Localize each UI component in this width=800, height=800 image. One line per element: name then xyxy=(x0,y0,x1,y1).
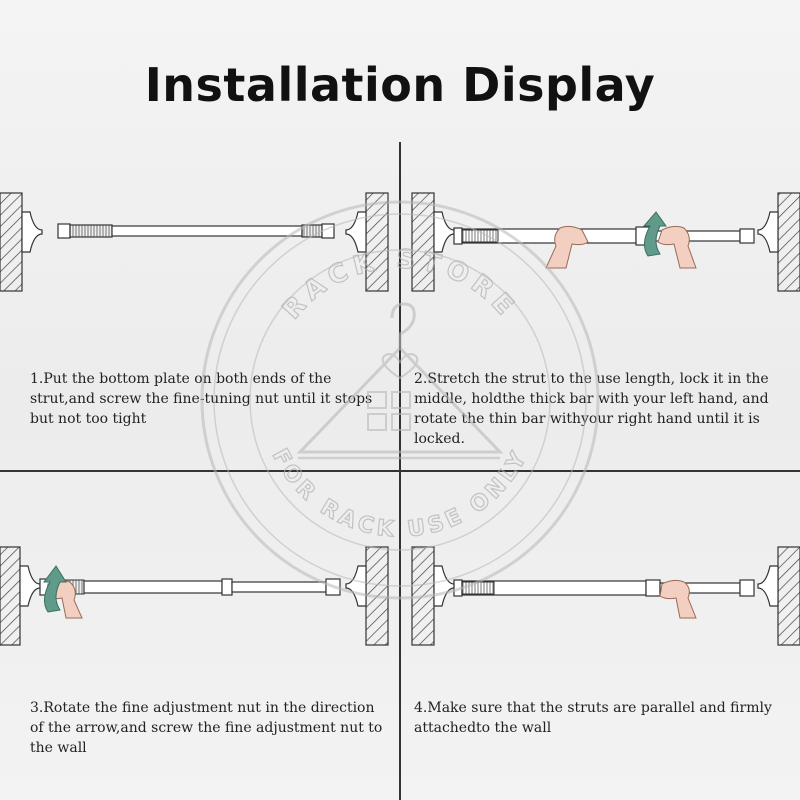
step2-caption: 2.Stretch the strut to the use length, l… xyxy=(414,371,769,447)
left-bottom-plate xyxy=(21,211,43,253)
left-wall xyxy=(411,546,435,646)
right-wall xyxy=(365,192,389,292)
right-bottom-plate xyxy=(757,565,779,607)
rotate-arrow-icon xyxy=(43,565,67,613)
thin-bar xyxy=(111,225,303,237)
right-hand xyxy=(657,225,697,269)
step3-illustration xyxy=(0,546,389,646)
thin-bar xyxy=(231,581,327,593)
page-title: Installation Display xyxy=(144,58,656,112)
left-wall xyxy=(0,546,21,646)
step1-caption: 1.Put the bottom plate on both ends of t… xyxy=(30,371,373,427)
step2-illustration xyxy=(411,192,800,292)
lock-collar xyxy=(645,579,661,597)
vertical-divider xyxy=(399,142,401,800)
threaded-rod xyxy=(461,581,495,595)
step3-caption: 3.Rotate the fine adjustment nut in the … xyxy=(30,700,383,756)
hand xyxy=(659,579,697,619)
threaded-rod xyxy=(461,229,499,243)
step4-caption: 4.Make sure that the struts are parallel… xyxy=(414,700,772,736)
fine-tuning-nut-right xyxy=(739,228,755,244)
right-bottom-plate xyxy=(757,211,779,253)
step4-illustration xyxy=(411,546,800,646)
threaded-rod-right xyxy=(301,224,323,238)
fine-tuning-nut-left xyxy=(453,579,463,597)
fine-tuning-nut-left xyxy=(453,227,463,245)
right-bottom-plate xyxy=(345,565,367,607)
right-wall xyxy=(365,546,389,646)
right-bottom-plate xyxy=(345,211,367,253)
step1-illustration xyxy=(0,192,389,292)
left-bottom-plate xyxy=(433,565,455,607)
fine-tuning-nut-left xyxy=(57,223,71,239)
left-bottom-plate xyxy=(19,565,41,607)
fine-tuning-nut-right xyxy=(325,578,341,596)
fine-tuning-nut-right xyxy=(321,223,335,239)
fine-tuning-nut-right xyxy=(739,579,755,597)
thick-bar xyxy=(83,580,223,594)
right-wall xyxy=(777,192,800,292)
threaded-rod-left xyxy=(69,224,113,238)
left-wall xyxy=(411,192,435,292)
right-wall xyxy=(777,546,800,646)
lock-collar xyxy=(221,578,233,596)
rotate-arrow-icon xyxy=(642,211,667,257)
left-wall xyxy=(0,192,23,292)
left-bottom-plate xyxy=(433,211,455,253)
